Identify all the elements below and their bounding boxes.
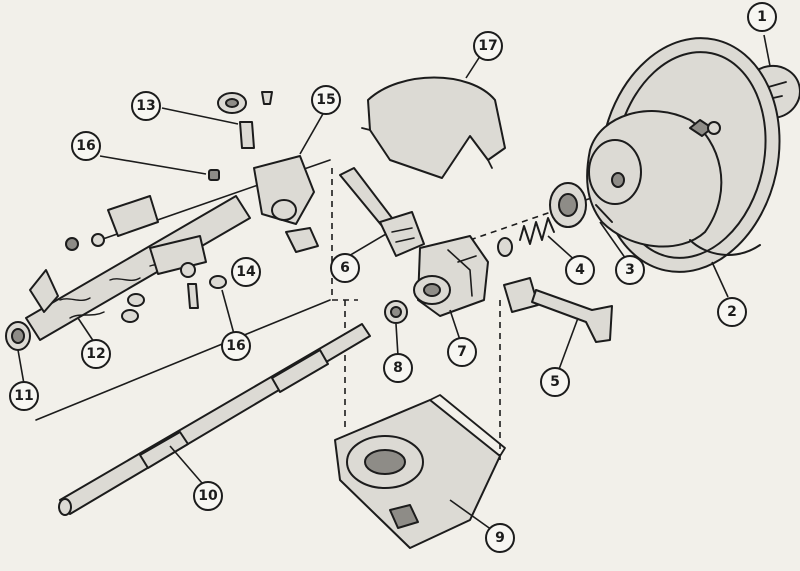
lock-pin bbox=[217, 91, 273, 149]
callout-5: 5 bbox=[540, 367, 570, 397]
callout-label: 16 bbox=[76, 138, 95, 154]
callout-label: 8 bbox=[393, 360, 403, 376]
bearing-ring bbox=[5, 321, 31, 351]
steering-wheel bbox=[586, 37, 781, 273]
callout-6: 6 bbox=[330, 253, 360, 283]
wiper-switch-lever bbox=[503, 277, 613, 343]
callout-7: 7 bbox=[447, 337, 477, 367]
callout-11: 11 bbox=[9, 381, 39, 411]
steering-shaft bbox=[58, 323, 371, 516]
callout-13: 13 bbox=[131, 91, 161, 121]
callout-17: 17 bbox=[473, 31, 503, 61]
callout-label: 15 bbox=[316, 92, 335, 108]
callout-label: 6 bbox=[340, 260, 350, 276]
steering-lock-body bbox=[253, 155, 319, 253]
column-bush bbox=[384, 300, 408, 324]
callout-10: 10 bbox=[193, 481, 223, 511]
callout-label: 17 bbox=[478, 38, 497, 54]
callout-label: 1 bbox=[757, 9, 767, 25]
callout-label: 4 bbox=[575, 262, 585, 278]
callout-15: 15 bbox=[311, 85, 341, 115]
callout-label: 7 bbox=[457, 344, 467, 360]
lower-shroud bbox=[334, 394, 506, 549]
callout-3: 3 bbox=[615, 255, 645, 285]
callout-1: 1 bbox=[747, 2, 777, 32]
nut-part-16 bbox=[208, 169, 220, 181]
callout-label: 12 bbox=[86, 346, 105, 362]
callout-4: 4 bbox=[565, 255, 595, 285]
callout-label: 3 bbox=[625, 262, 635, 278]
callout-2: 2 bbox=[717, 297, 747, 327]
callout-16-lower: 16 bbox=[221, 331, 251, 361]
callout-label: 2 bbox=[727, 304, 737, 320]
callout-label: 9 bbox=[495, 530, 505, 546]
return-spring bbox=[497, 217, 555, 257]
callout-label: 13 bbox=[136, 98, 155, 114]
callout-label: 5 bbox=[550, 374, 560, 390]
leader-lines bbox=[17, 34, 771, 531]
indicator-switch-lever bbox=[339, 167, 425, 257]
callout-16-upper: 16 bbox=[71, 131, 101, 161]
hub-contact-ring bbox=[549, 182, 613, 228]
callout-label: 14 bbox=[236, 264, 256, 280]
ignition-lock-housing bbox=[413, 235, 489, 317]
callout-label: 10 bbox=[198, 488, 218, 504]
callout-8: 8 bbox=[383, 353, 413, 383]
upper-shroud bbox=[361, 76, 506, 179]
callout-14: 14 bbox=[231, 257, 261, 287]
callout-label: 16 bbox=[226, 338, 245, 354]
column-tube bbox=[25, 195, 251, 341]
callout-9: 9 bbox=[485, 523, 515, 553]
callout-label: 11 bbox=[14, 388, 33, 404]
callout-12: 12 bbox=[81, 339, 111, 369]
mounting-hardware bbox=[121, 262, 227, 323]
